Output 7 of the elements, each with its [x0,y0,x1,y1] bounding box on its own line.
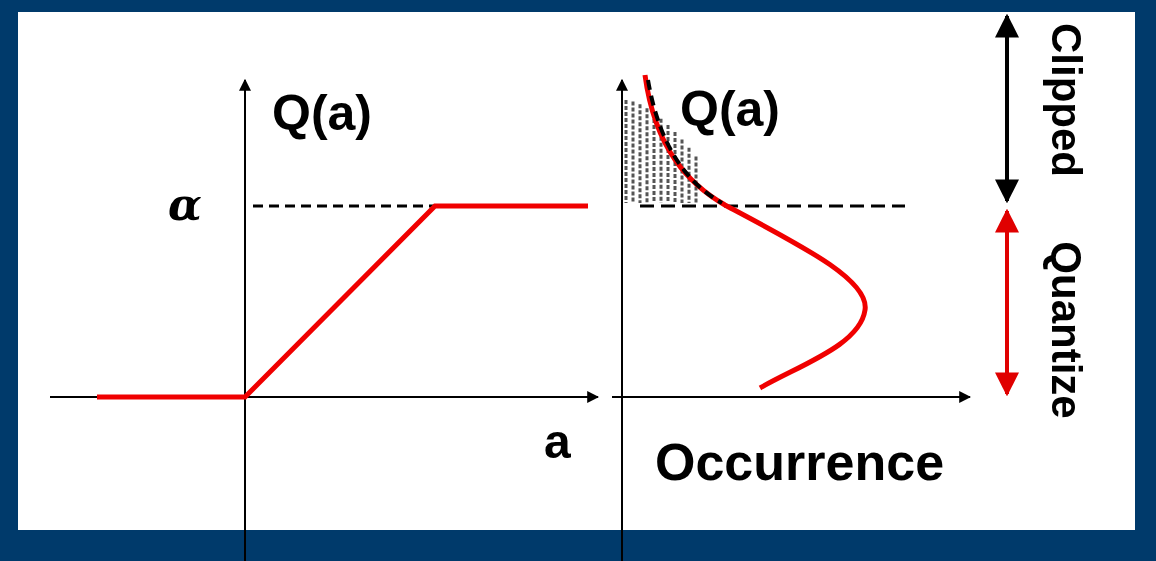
axis-label: Q(a) [680,84,780,134]
axis-label: Occurrence [655,436,945,488]
range-label: Clipped [1045,23,1087,177]
axis-label: Q(a) [272,88,372,138]
axis-label: a [544,418,571,466]
axis-label: α [168,183,202,227]
range-label: Quantize [1045,241,1087,419]
